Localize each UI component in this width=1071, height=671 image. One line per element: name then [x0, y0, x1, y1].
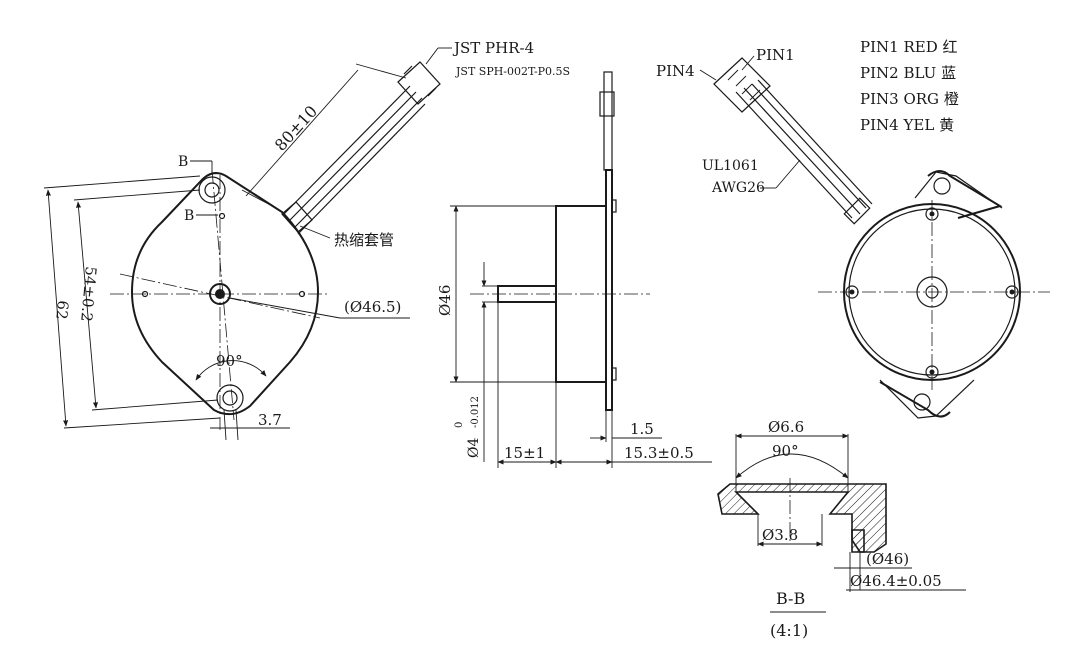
dim-hole-spacing: 54±0.2: [77, 266, 100, 323]
dim-section-dia: Ø46.4±0.05: [850, 572, 942, 590]
dim-shaft-length: 15±1: [504, 444, 545, 462]
front-flange-outline: [130, 172, 320, 416]
pin-row-2: PIN2 BLU 蓝: [860, 64, 956, 82]
pin-row-1: PIN1 RED 红: [860, 38, 958, 56]
side-view: Ø46 Ø4 0 -0.012 15±1 1.5 15.3±0.5: [436, 71, 712, 468]
section-hatch-lip: [851, 529, 865, 553]
front-small-hole-1: [218, 212, 226, 220]
dim-section-dia-ref: (Ø46): [866, 550, 909, 568]
label-wire-gauge: AWG26: [711, 180, 765, 196]
label-heat-shrink: 热缩套管: [334, 231, 394, 249]
front-hole-bot-outer: [216, 384, 244, 412]
section-mark-b1: B: [178, 154, 188, 170]
dim-cb-angle: 90°: [772, 442, 799, 460]
label-pin1: PIN1: [756, 46, 795, 64]
front-heat-shrink: [281, 201, 313, 233]
front-view: 80±10 JST PHR-4 JST SPH-002T-P0.5S 热缩套管 …: [43, 39, 570, 441]
rear-view: PIN4 PIN1 UL1061 AWG26 PIN1 RED 红 PIN2 B…: [656, 38, 1050, 419]
section-title: B-B: [776, 589, 805, 608]
pin-row-3: PIN3 ORG 橙: [860, 90, 959, 108]
label-connector-model: JST PHR-4: [452, 39, 534, 57]
dim-lead-length: 80±10: [271, 102, 321, 155]
side-pcb: [603, 71, 613, 171]
pin-color-table: PIN1 RED 红 PIN2 BLU 蓝 PIN3 ORG 橙 PIN4 YE…: [860, 38, 959, 134]
dim-overall-height: 62: [52, 300, 72, 321]
dim-shaft-tol-lower: -0.012: [470, 396, 481, 428]
dim-angle-front: 90°: [216, 352, 243, 370]
side-plate: [605, 169, 613, 411]
rear-flange-outline: [879, 170, 1003, 418]
front-hole-bot-inner: [222, 390, 238, 406]
section-bb: Ø6.6 90° Ø3.8 (Ø46) Ø46.4±0.05 B-B (4:1): [717, 418, 966, 640]
section-scale: (4:1): [770, 621, 808, 640]
label-terminal-model: JST SPH-002T-P0.5S: [455, 65, 570, 78]
dim-hole-dia: Ø3.8: [762, 526, 798, 544]
dim-counterbore-dia: Ø6.6: [768, 418, 804, 436]
dim-body-dia: Ø46: [436, 285, 454, 316]
dim-shaft-dia: Ø4: [466, 438, 482, 458]
dim-flange-thk: 3.7: [258, 411, 282, 429]
front-hole-top-inner: [204, 182, 220, 198]
section-mark-b2: B: [184, 208, 194, 224]
dim-shaft-tol-upper: 0: [454, 422, 465, 428]
rear-connector: [713, 57, 771, 113]
label-wire-type: UL1061: [702, 158, 759, 174]
dim-plate-thk: 1.5: [630, 420, 654, 438]
pin-row-4: PIN4 YEL 黄: [860, 116, 954, 134]
dim-body-dia-ref: (Ø46.5): [344, 298, 401, 316]
dim-body-length: 15.3±0.5: [624, 444, 694, 462]
front-hole-top-outer: [198, 176, 226, 204]
front-connector: [397, 61, 441, 105]
front-cable: [283, 85, 426, 235]
label-pin4: PIN4: [656, 62, 695, 80]
rear-cable: [735, 79, 873, 219]
